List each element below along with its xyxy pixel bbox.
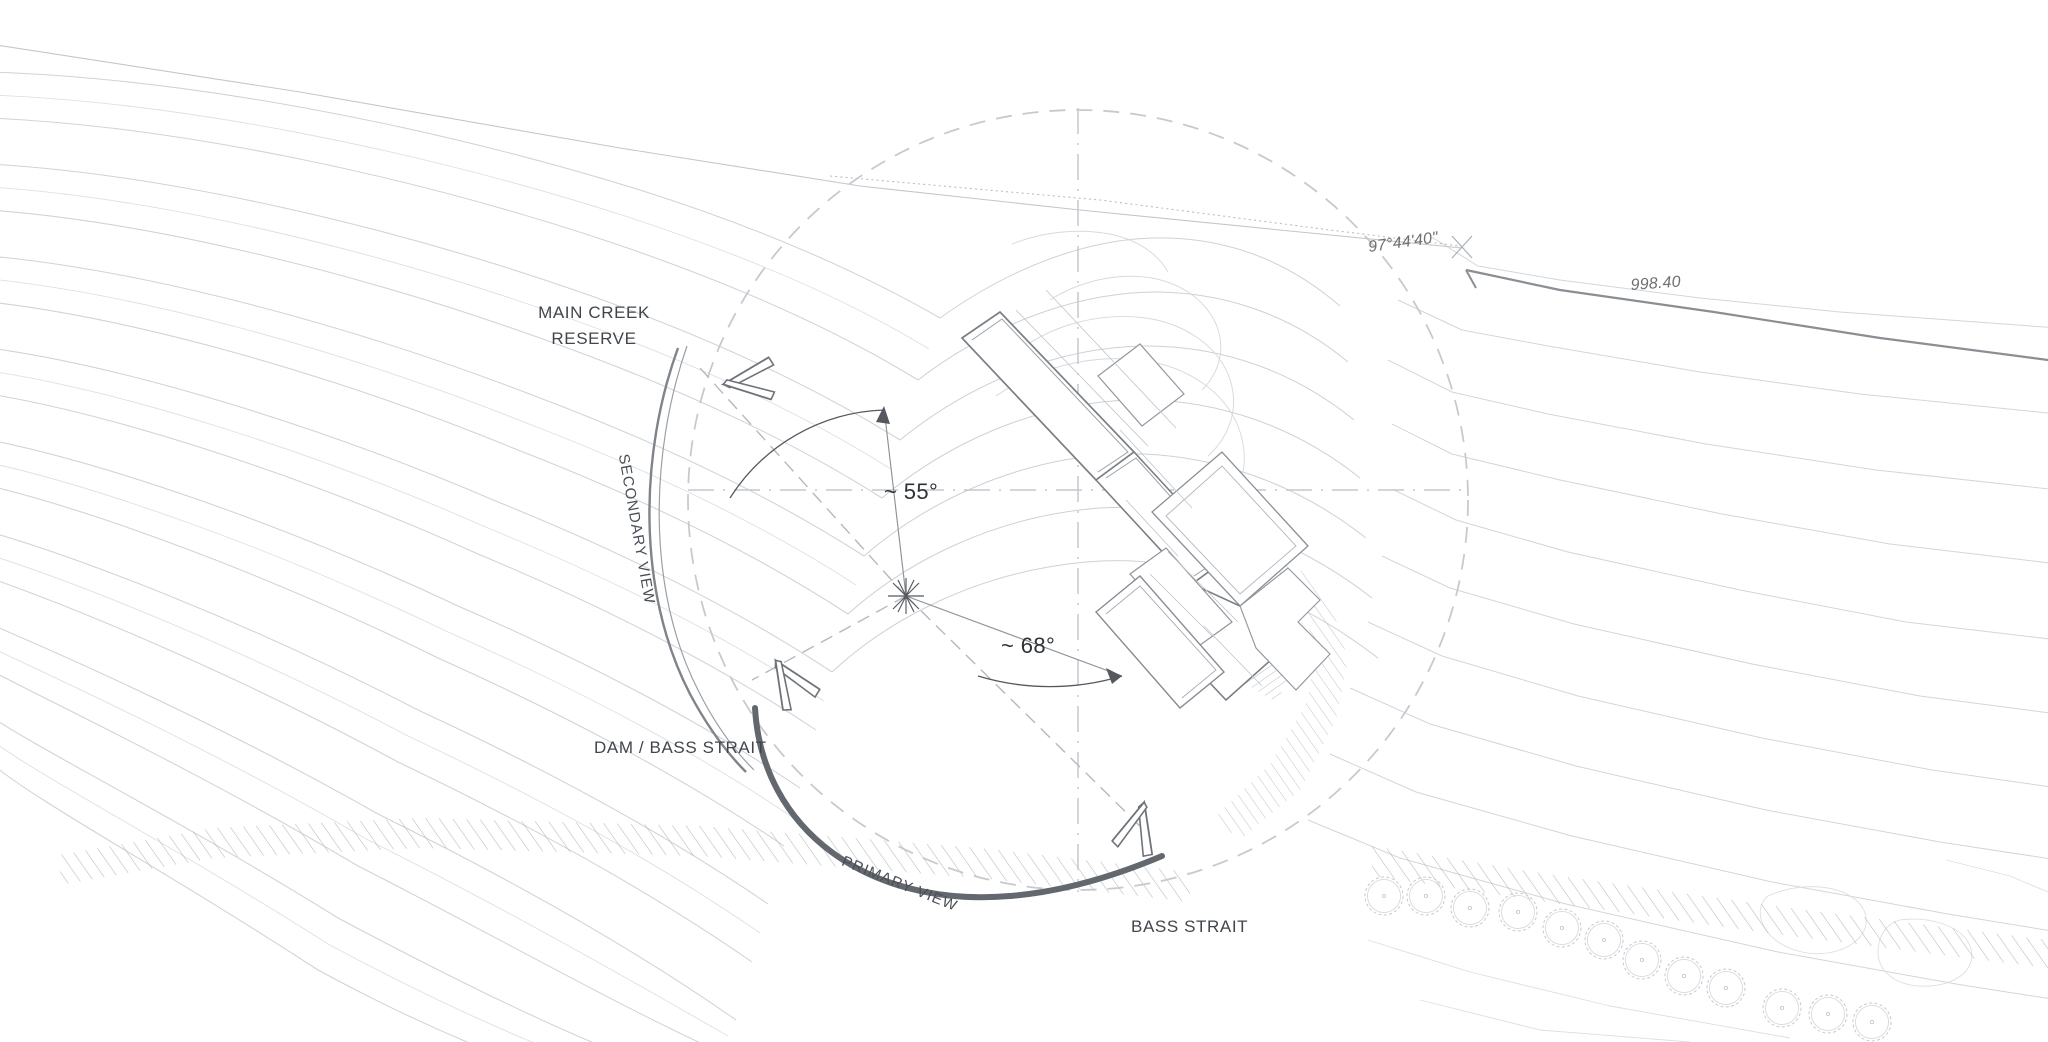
- angle-arcs: [729, 409, 1123, 688]
- building-pavilion-upper: [1097, 343, 1185, 427]
- angle-rays: [883, 407, 1123, 677]
- ray-68-end: [905, 595, 1123, 677]
- reference-geometry: [687, 108, 1470, 892]
- sight-lines: [699, 367, 1147, 833]
- batter-hatch-east: [1372, 846, 2048, 968]
- label-angle-55: ~ 55°: [884, 479, 938, 504]
- label-main-creek-reserve-line2: RESERVE: [551, 329, 636, 348]
- primary-view-arc: [752, 705, 1165, 901]
- label-angle-68: ~ 68°: [1001, 633, 1055, 658]
- label-dam-bass-strait: DAM / BASS STRAIT: [594, 738, 767, 757]
- survey-vertex-icon: [888, 578, 924, 614]
- arc-68: [977, 675, 1123, 688]
- building-lower-wing: [1094, 575, 1226, 709]
- label-bass-strait: BASS STRAIT: [1131, 917, 1248, 936]
- contours-east: [1307, 235, 2048, 999]
- building-footprint: [960, 289, 1331, 709]
- sight-line-secondary-upper: [699, 367, 907, 597]
- secondary-view-arc: [648, 345, 755, 773]
- arc-arrowheads: [876, 406, 1122, 684]
- batter-hatch-southwest: [60, 818, 1190, 902]
- sight-line-primary: [905, 595, 1147, 833]
- arc-55: [729, 409, 885, 499]
- label-main-creek-reserve-line1: MAIN CREEK: [538, 303, 650, 322]
- sight-line-secondary-lower: [751, 595, 907, 681]
- batter-hatch-terrace: [1214, 560, 1348, 840]
- label-survey-distance: 998.40: [1630, 274, 1681, 294]
- building-terrace-east: [1239, 567, 1331, 691]
- survey-boundary: [0, 44, 2048, 362]
- ray-55-start: [883, 407, 907, 597]
- building-roof-planes: [1015, 289, 1263, 687]
- building-main-block: [1151, 451, 1309, 607]
